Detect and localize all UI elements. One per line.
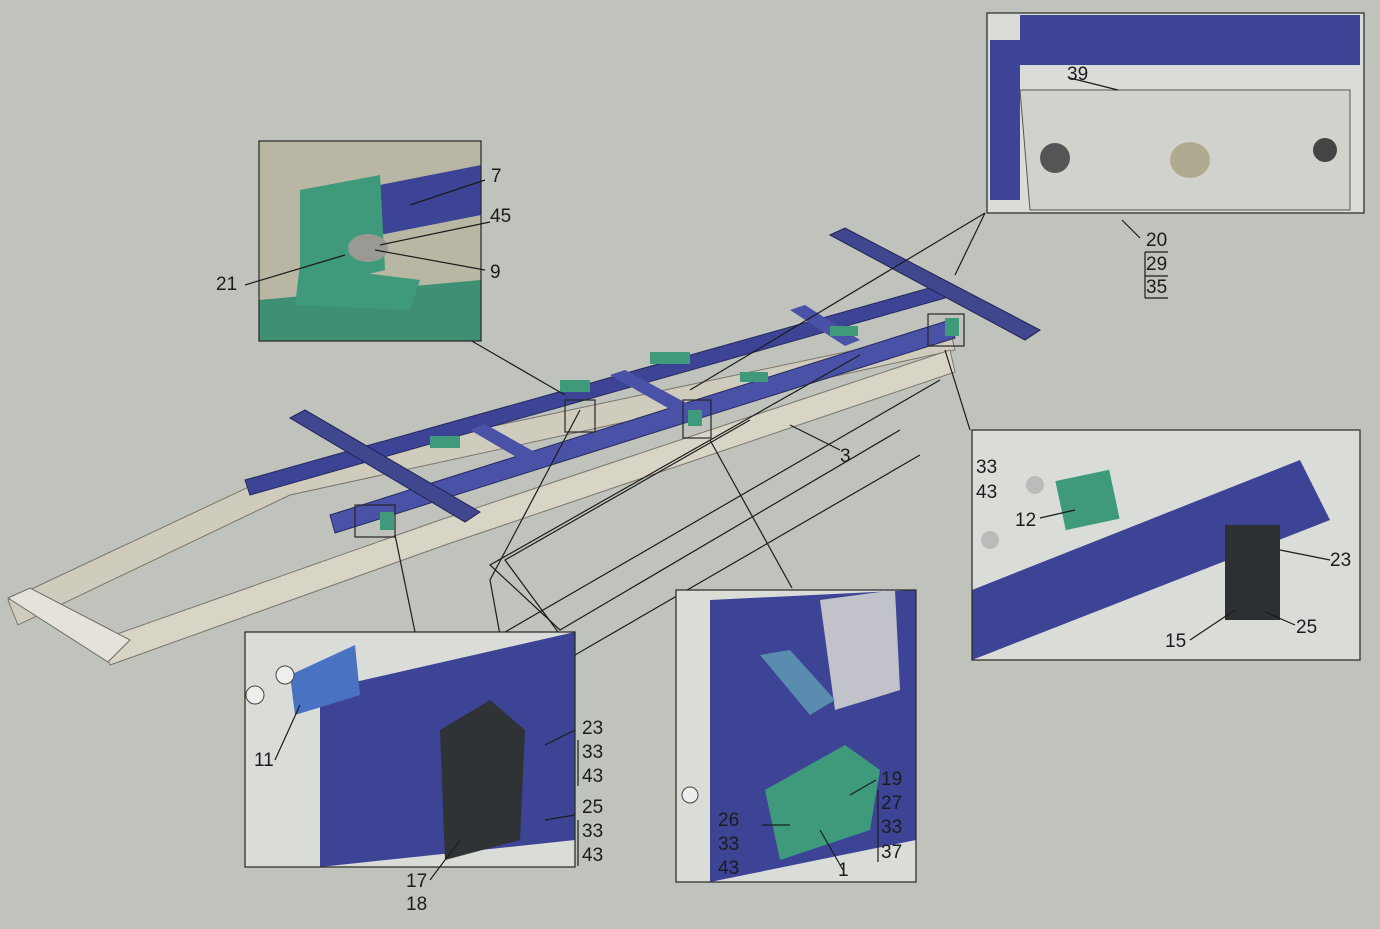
callout-27: 27: [881, 793, 902, 814]
green-bracket: [560, 380, 590, 392]
callout-43: 43: [582, 766, 603, 787]
subframe-rail-upper: [244, 284, 946, 496]
guide-lines: [394, 212, 986, 656]
inset-top-right: [986, 12, 1365, 214]
callout-45: 45: [490, 206, 511, 227]
green-bracket: [430, 436, 460, 448]
callout-39: 39: [1067, 64, 1088, 85]
main-frame: [6, 227, 1041, 666]
callout-25: 25: [1296, 617, 1317, 638]
callout-23: 23: [1330, 550, 1351, 571]
frame-rail-rear: [99, 349, 956, 666]
green-bracket: [650, 352, 690, 364]
detail-box: [927, 313, 965, 347]
detail-box: [682, 399, 712, 439]
inset-right: [971, 429, 1361, 661]
callout-18: 18: [406, 894, 427, 915]
detail-box: [354, 504, 396, 538]
callout-33: 33: [976, 457, 997, 478]
rear-cross-member: [6, 587, 131, 663]
cross-beam-left: [288, 409, 481, 523]
callout-33: 33: [718, 834, 739, 855]
callout-43: 43: [718, 858, 739, 879]
green-bracket: [380, 512, 394, 530]
callout-12: 12: [1015, 510, 1036, 531]
callout-3: 3: [840, 446, 851, 467]
callout-19: 19: [881, 769, 902, 790]
callout-33: 33: [582, 821, 603, 842]
callout-33: 33: [881, 817, 902, 838]
label-brackets: [577, 251, 1168, 866]
callout-33: 33: [582, 742, 603, 763]
leader-lines: [244, 77, 1331, 881]
subframe-rail-lower: [329, 319, 956, 534]
green-bracket: [830, 326, 858, 336]
cross-beam-right: [828, 227, 1041, 341]
inset-bottom-center: [675, 589, 917, 883]
callout-11: 11: [254, 750, 274, 771]
callout-23: 23: [582, 718, 603, 739]
inset-bottom-left: [244, 631, 576, 868]
callout-17: 17: [406, 871, 427, 892]
callout-20: 20: [1146, 230, 1167, 251]
callout-1: 1: [838, 860, 849, 881]
callout-25: 25: [582, 797, 603, 818]
callout-15: 15: [1165, 631, 1186, 652]
callout-43: 43: [976, 482, 997, 503]
callout-21: 21: [216, 274, 237, 295]
callout-29: 29: [1146, 254, 1167, 275]
inset-top-left: [258, 140, 482, 342]
callout-7: 7: [491, 166, 502, 187]
callout-labels: 7 45 9 21 39 20 29 35 3 33 43 12 23 25 1…: [216, 64, 1351, 915]
cross-member-1: [470, 424, 540, 462]
green-bracket: [688, 410, 702, 426]
green-bracket: [740, 372, 768, 382]
green-bracket: [945, 318, 959, 336]
detail-box: [564, 399, 596, 433]
callout-37: 37: [881, 842, 902, 863]
callout-35: 35: [1146, 277, 1167, 298]
cross-member-2: [610, 370, 690, 412]
callout-43: 43: [582, 845, 603, 866]
callout-26: 26: [718, 810, 739, 831]
callout-9: 9: [490, 262, 501, 283]
